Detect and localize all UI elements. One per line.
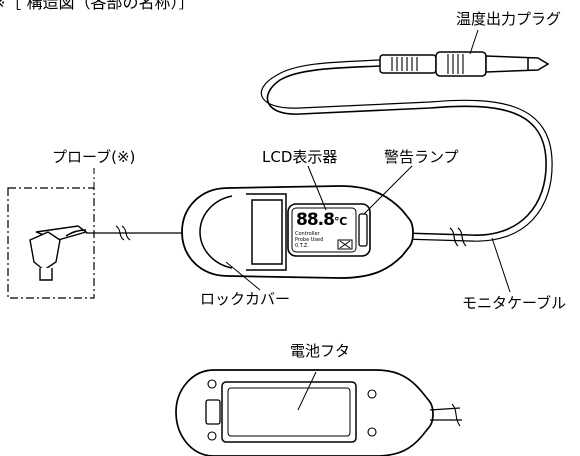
- monitor-cable-loop: [266, 65, 547, 236]
- probe-wire-break: [115, 225, 131, 241]
- leader-warning: [363, 165, 413, 215]
- battery-cover: [221, 381, 357, 443]
- label-lcd-display: LCD表示器: [262, 148, 338, 166]
- label-temp-output-plug: 温度出力プラグ: [456, 10, 562, 28]
- lcd-reading-value: 88.8: [296, 210, 335, 230]
- leader-lock-cover: [225, 261, 261, 291]
- lcd-line-2: Probe Used: [295, 237, 324, 243]
- temp-output-plug: [379, 51, 550, 77]
- label-lock-cover: ロックカバー: [200, 290, 291, 308]
- label-warning-lamp: 警告ランプ: [384, 148, 459, 166]
- lcd-reading-unit: ℃: [333, 215, 347, 228]
- battery-cover-inner: [227, 387, 351, 437]
- battery-screws: [207, 379, 377, 441]
- label-probe: プローブ(※): [52, 148, 136, 166]
- label-battery-cover: 電池フタ: [290, 342, 351, 360]
- leader-temp-plug: [469, 29, 479, 55]
- plug-grip-lines: [391, 54, 464, 74]
- lock-cover: [199, 193, 287, 271]
- battery-cable-break: [451, 403, 461, 427]
- leader-monitor-cable: [491, 237, 511, 293]
- probe-tip: [29, 225, 88, 281]
- leader-lcd: [307, 165, 327, 211]
- leader-battery-cover: [297, 371, 317, 411]
- lcd-reading: 88.8℃: [296, 210, 347, 230]
- monitor-cable-loop-inner: [260, 59, 553, 242]
- lcd-line-3: 0.T.Z.: [295, 243, 309, 249]
- cable-break-mark: [449, 227, 467, 247]
- diagram-title: ※［ 構造図（各部の名称）］: [0, 0, 195, 12]
- battery-latch: [205, 399, 221, 425]
- probe-box: [7, 187, 95, 299]
- lcd-line-1: Controller: [295, 231, 320, 237]
- warning-lamp: [358, 213, 368, 247]
- label-monitor-cable: モニタケーブル: [462, 294, 567, 312]
